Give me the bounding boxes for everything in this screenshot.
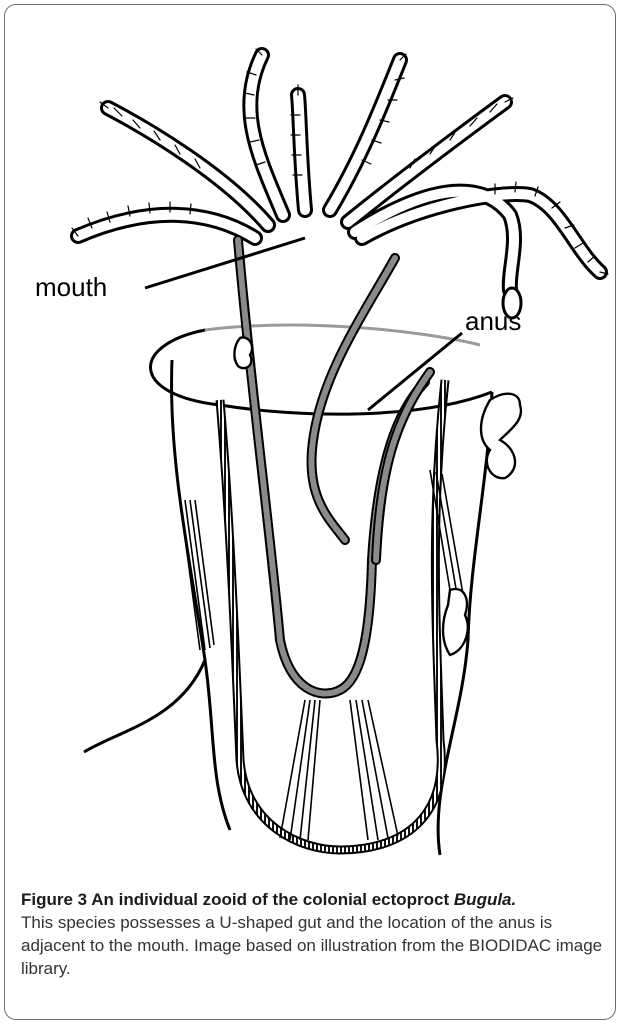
zooid-illustration: mouth anus	[0, 0, 622, 880]
mouth-label: mouth	[35, 272, 107, 302]
caption-number: Figure 3	[21, 890, 87, 909]
anus-label: anus	[465, 306, 521, 336]
caption-genus: Bugula.	[454, 890, 516, 909]
caption-title-main: An individual zooid of the colonial ecto…	[91, 890, 449, 909]
u-shaped-gut	[238, 240, 430, 693]
retractor-muscles	[180, 470, 464, 840]
caption-title: Figure 3 An individual zooid of the colo…	[21, 890, 516, 909]
tentacles	[72, 49, 608, 318]
figure-caption: Figure 3 An individual zooid of the colo…	[21, 888, 606, 980]
body-wall	[84, 325, 492, 855]
caption-text: This species possesses a U-shaped gut an…	[21, 913, 602, 978]
mouth-leader-line	[145, 238, 305, 288]
